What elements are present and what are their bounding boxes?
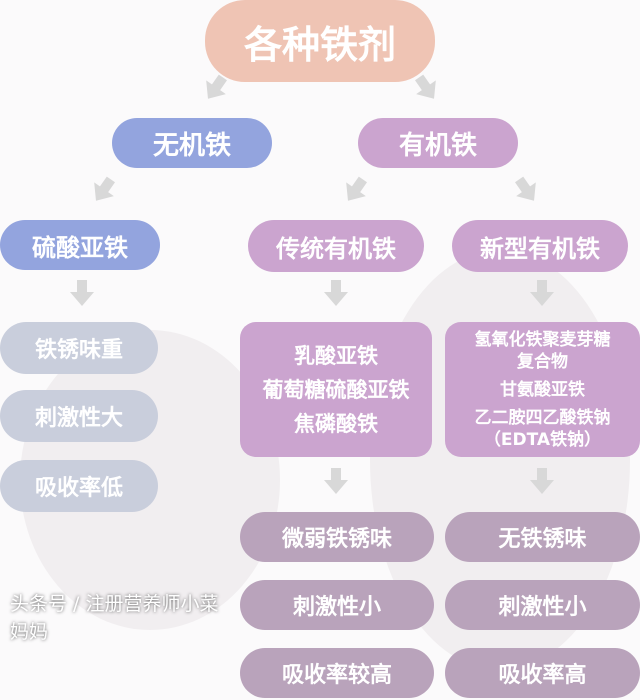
inorganic-node: 无机铁: [112, 118, 272, 168]
arrow-icon: [198, 80, 226, 106]
novel-examples: 氢氧化铁聚麦芽糖 复合物 甘氨酸亚铁 乙二胺四乙酸铁钠 （EDTA铁钠）: [445, 322, 640, 457]
arrow-icon: [338, 182, 366, 208]
traditional-trait: 微弱铁锈味: [240, 512, 434, 562]
organic-node: 有机铁: [358, 118, 518, 168]
novel-trait: 无铁锈味: [445, 512, 640, 562]
example: （EDTA铁钠）: [483, 429, 602, 450]
example: 焦磷酸铁: [294, 411, 378, 436]
traditional-examples: 乳酸亚铁 葡萄糖硫酸亚铁 焦磷酸铁: [240, 322, 432, 457]
inorganic-trait: 铁锈味重: [0, 322, 158, 374]
inorganic-trait: 吸收率低: [0, 460, 158, 512]
arrow-icon: [416, 80, 444, 106]
novel-organic-node: 新型有机铁: [452, 220, 628, 272]
example: 甘氨酸亚铁: [500, 379, 585, 400]
arrow-icon: [70, 280, 94, 306]
arrow-icon: [324, 280, 348, 306]
example: 氢氧化铁聚麦芽糖: [474, 329, 611, 350]
novel-trait: 刺激性小: [445, 580, 640, 630]
watermark: 头条号 / 注册营养师小菜妈妈: [10, 593, 219, 643]
example: 乳酸亚铁: [294, 343, 378, 368]
arrow-icon: [530, 468, 554, 494]
traditional-trait: 刺激性小: [240, 580, 434, 630]
arrow-icon: [530, 280, 554, 306]
example: 复合物: [517, 351, 568, 372]
example: 葡萄糖硫酸亚铁: [262, 377, 410, 402]
arrow-icon: [516, 182, 544, 208]
example: 乙二胺四乙酸铁钠: [474, 407, 611, 428]
novel-trait: 吸收率高: [445, 648, 640, 698]
ferrous-sulfate-node: 硫酸亚铁: [0, 220, 160, 270]
traditional-organic-node: 传统有机铁: [248, 220, 424, 272]
root-node: 各种铁剂: [205, 0, 435, 82]
inorganic-trait: 刺激性大: [0, 390, 158, 442]
arrow-icon: [86, 182, 114, 208]
traditional-trait: 吸收率较高: [240, 648, 434, 698]
arrow-icon: [324, 468, 348, 494]
